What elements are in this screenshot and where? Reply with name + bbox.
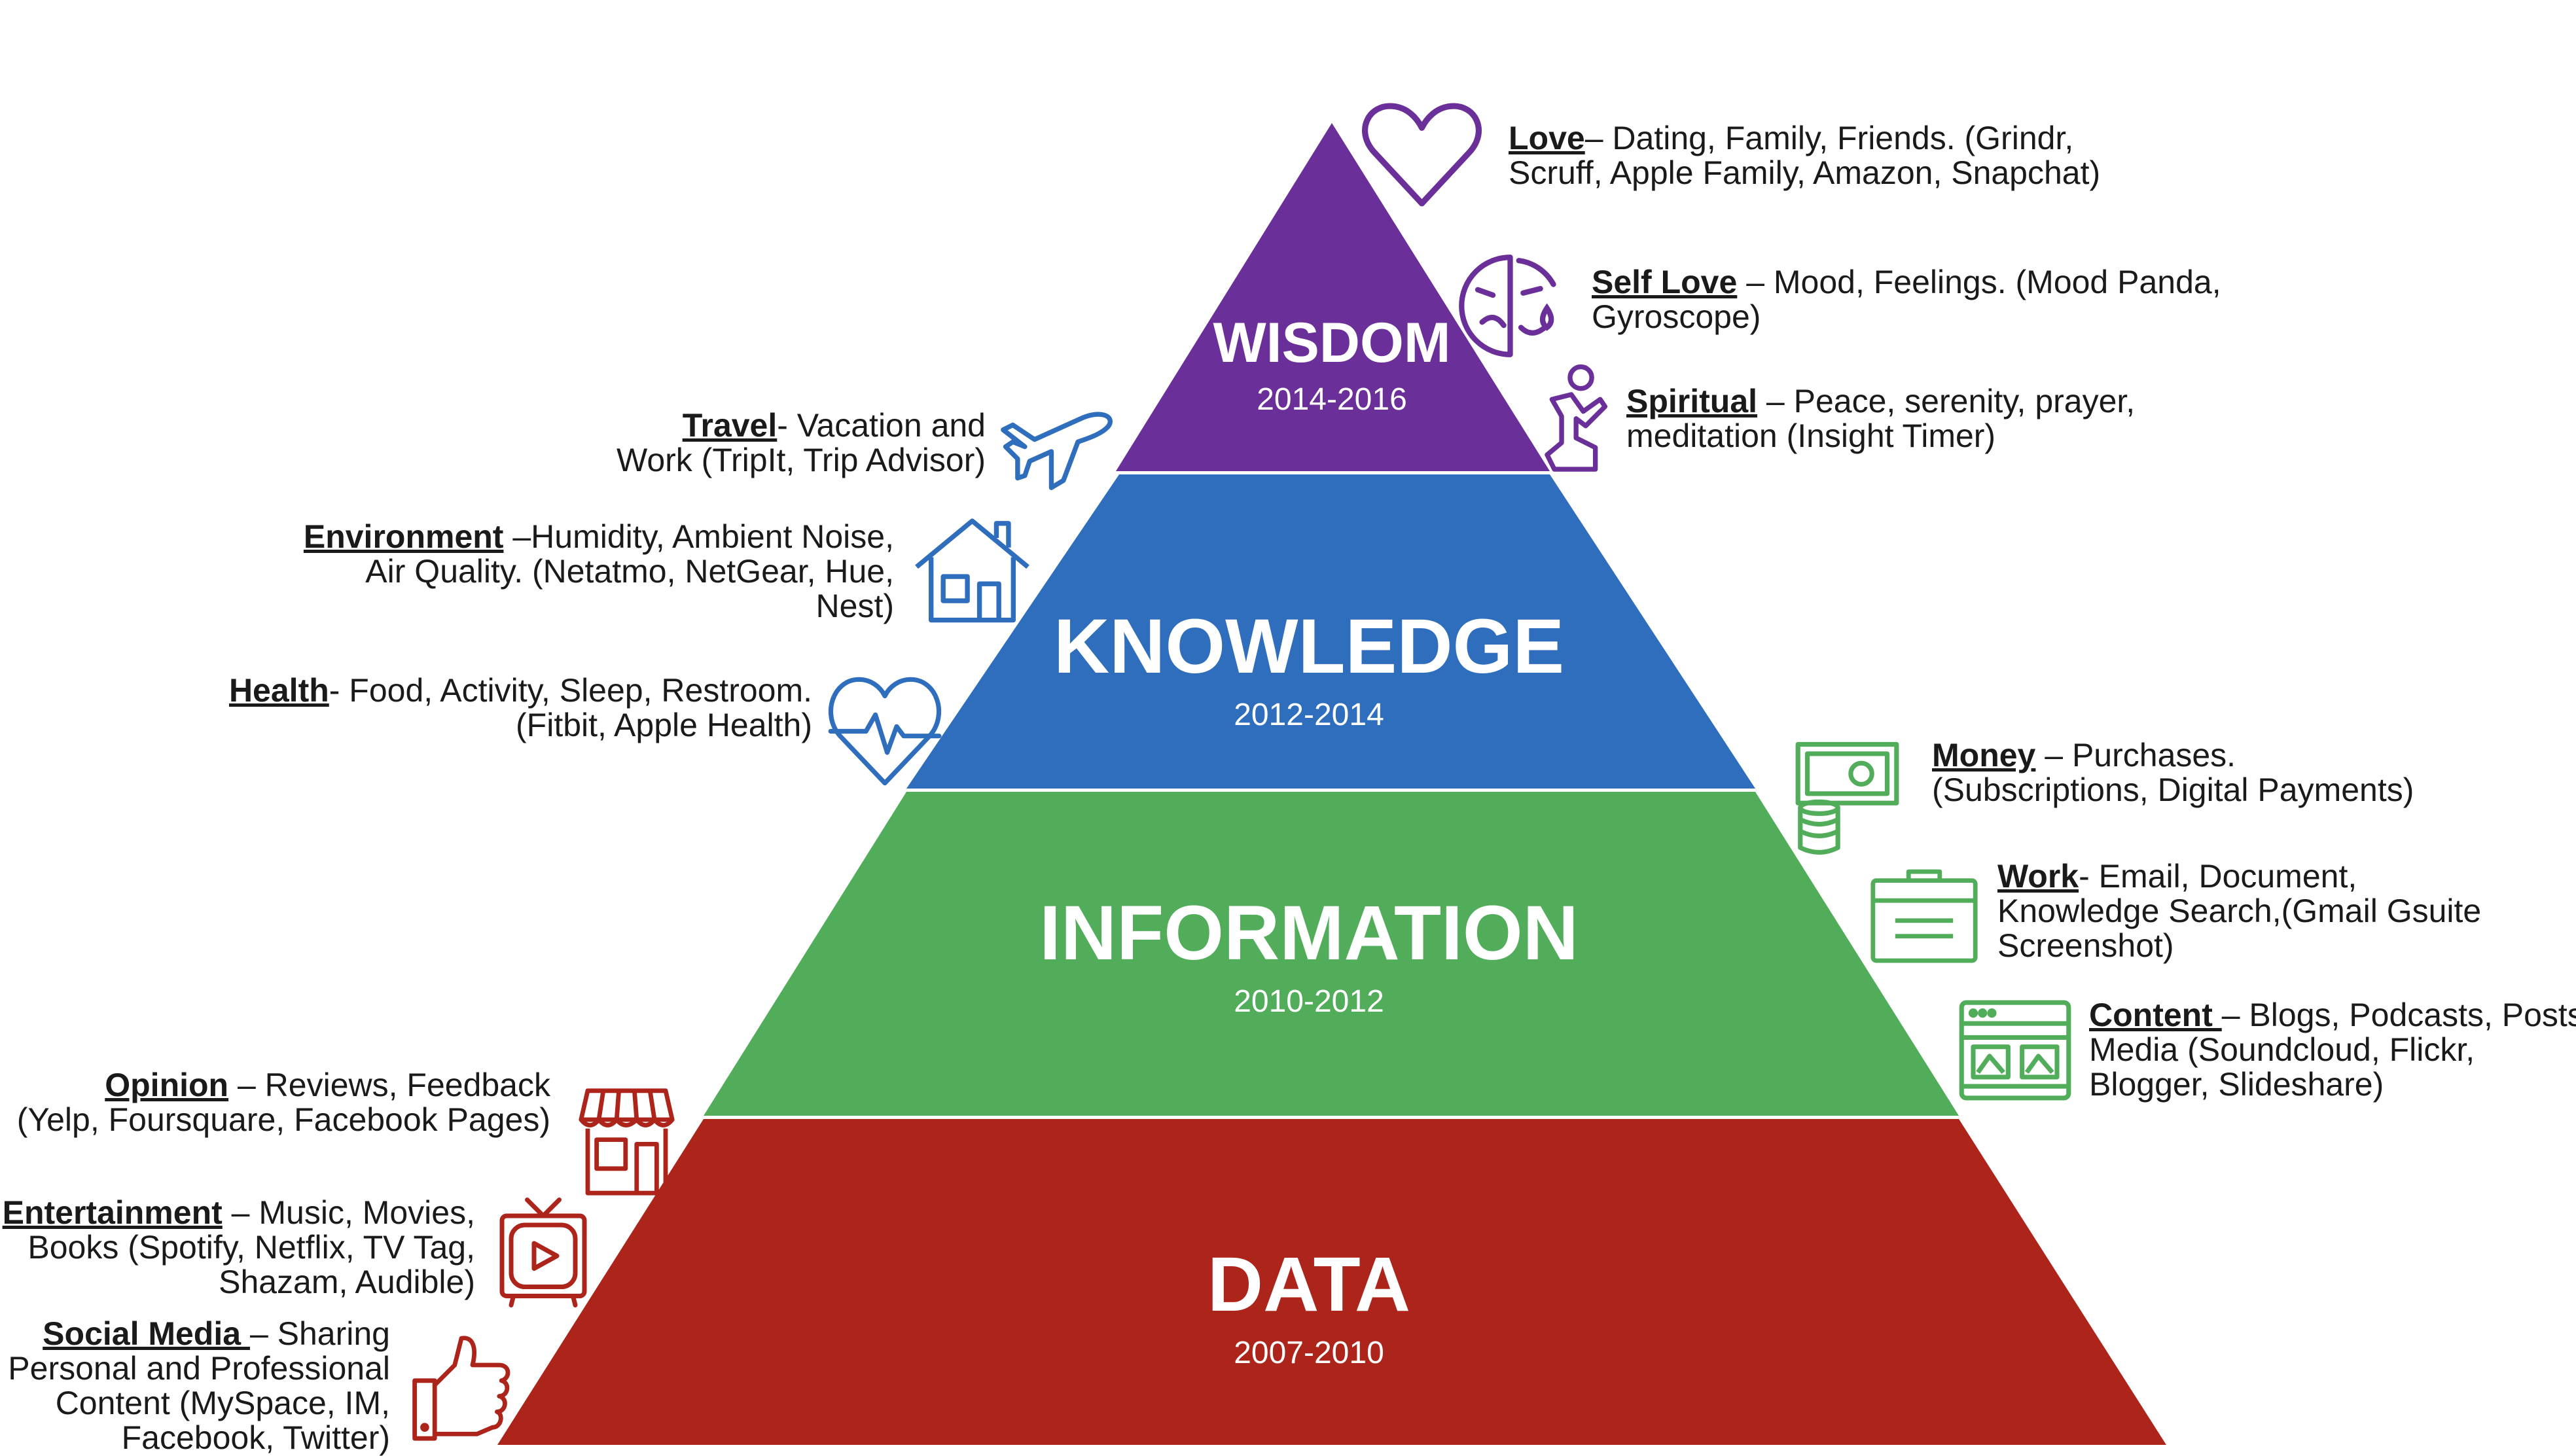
browser-media-icon [1957, 998, 2073, 1103]
briefcase-icon [1869, 867, 1980, 965]
airplane-icon [998, 406, 1119, 497]
label-health-head: Health [228, 672, 329, 709]
label-love-head: Love [1509, 120, 1585, 156]
label-spiritual: Spiritual – Peace, serenity, prayer, med… [1626, 384, 2135, 453]
label-content-line2: Media (Soundcloud, Flickr, [2089, 1031, 2475, 1068]
label-money-head: Money [1932, 737, 2036, 773]
label-entertainment-head: Entertainment [2, 1194, 223, 1231]
label-spiritual-line1: – Peace, serenity, prayer, [1757, 383, 2136, 419]
tier-title-data: DATA [1207, 1241, 1411, 1328]
label-content-line1: – Blogs, Podcasts, Posts, [2221, 997, 2576, 1033]
label-environment-head: Environment [303, 518, 504, 555]
television-icon [497, 1194, 589, 1311]
label-work-line3: Screenshot) [1997, 927, 2174, 964]
label-health-line2: (Fitbit, Apple Health) [516, 707, 812, 743]
heartbeat-icon [826, 674, 944, 789]
label-social-media-line4: Facebook, Twitter) [121, 1419, 390, 1456]
label-environment-line3: Nest) [815, 588, 894, 624]
label-environment-line2: Air Quality. (Netatmo, NetGear, Hue, [365, 553, 894, 590]
tier-knowledge-shape [906, 474, 1755, 789]
label-work-line2: Knowledge Search,(Gmail Gsuite [1997, 893, 2482, 929]
tier-years-information: 2010-2012 [1234, 984, 1384, 1019]
label-opinion-line1: – Reviews, Feedback [228, 1067, 550, 1103]
label-content-head: Content [2089, 997, 2222, 1033]
storefront-icon [576, 1086, 677, 1198]
label-opinion-line2: (Yelp, Foursquare, Facebook Pages) [16, 1101, 550, 1138]
label-love-line1: – Dating, Family, Friends. (Grindr, [1584, 120, 2074, 156]
tier-years-data: 2007-2010 [1234, 1336, 1384, 1370]
tier-title-wisdom: WISDOM [1213, 311, 1451, 374]
tier-title-knowledge: KNOWLEDGE [1053, 603, 1565, 690]
house-icon [912, 514, 1033, 625]
label-content-line3: Blogger, Slideshare) [2089, 1066, 2384, 1103]
label-entertainment-line3: Shazam, Audible) [219, 1264, 475, 1300]
label-health-line1: - Food, Activity, Sleep, Restroom. [329, 672, 812, 709]
label-spiritual-head: Spiritual [1626, 383, 1758, 419]
label-love-line2: Scruff, Apple Family, Amazon, Snapchat) [1509, 154, 2101, 191]
label-content: Content – Blogs, Podcasts, Posts, Media … [2089, 998, 2576, 1102]
label-entertainment-line1: – Music, Movies, [222, 1194, 475, 1231]
label-money-line2: (Subscriptions, Digital Payments) [1932, 772, 2414, 808]
money-icon [1793, 739, 1901, 857]
tier-title-information: INFORMATION [1039, 890, 1579, 976]
label-self-love-line1: – Mood, Feelings. (Mood Panda, [1737, 264, 2221, 300]
label-work: Work- Email, Document, Knowledge Search,… [1997, 859, 2481, 963]
label-work-head: Work [1997, 858, 2079, 895]
label-spiritual-line2: meditation (Insight Timer) [1626, 417, 1996, 454]
label-travel: Travel- Vacation and Work (TripIt, Trip … [617, 408, 986, 478]
label-social-media: Social Media – Sharing Personal and Prof… [8, 1317, 390, 1455]
label-entertainment-line2: Books (Spotify, Netflix, TV Tag, [27, 1229, 475, 1266]
label-opinion: Opinion – Reviews, Feedback (Yelp, Fours… [17, 1068, 550, 1137]
label-self-love-head: Self Love [1592, 264, 1738, 300]
label-opinion-head: Opinion [105, 1067, 229, 1103]
label-social-media-line3: Content (MySpace, IM, [55, 1385, 390, 1421]
thumbs-up-icon [409, 1332, 514, 1443]
tier-wisdom-shape [1116, 123, 1550, 471]
tier-years-knowledge: 2012-2014 [1234, 698, 1384, 732]
label-money-line1: – Purchases. [2035, 737, 2236, 773]
label-social-media-line1: – Sharing [249, 1315, 390, 1352]
mood-face-icon [1456, 252, 1564, 360]
label-self-love: Self Love – Mood, Feelings. (Mood Panda,… [1592, 265, 2221, 334]
heart-icon [1361, 101, 1482, 209]
label-work-line1: - Email, Document, [2079, 858, 2357, 895]
tier-information-shape [704, 792, 1959, 1116]
label-environment: Environment –Humidity, Ambient Noise, Ai… [304, 520, 894, 624]
label-travel-line1: - Vacation and [777, 407, 986, 444]
label-environment-line1: –Humidity, Ambient Noise, [503, 518, 894, 555]
label-health: Health- Food, Activity, Sleep, Restroom.… [229, 673, 812, 743]
tier-data-shape [497, 1119, 2166, 1445]
label-entertainment: Entertainment – Music, Movies, Books (Sp… [3, 1196, 475, 1300]
label-travel-head: Travel [682, 407, 778, 444]
label-travel-line2: Work (TripIt, Trip Advisor) [617, 442, 986, 478]
tier-years-wisdom: 2014-2016 [1257, 382, 1407, 417]
label-love: Love– Dating, Family, Friends. (Grindr, … [1509, 121, 2100, 190]
label-money: Money – Purchases. (Subscriptions, Digit… [1932, 738, 2414, 808]
label-self-love-line2: Gyroscope) [1592, 298, 1761, 335]
praying-person-icon [1535, 363, 1620, 478]
label-social-media-head: Social Media [43, 1315, 250, 1352]
label-social-media-line2: Personal and Professional [8, 1350, 390, 1387]
